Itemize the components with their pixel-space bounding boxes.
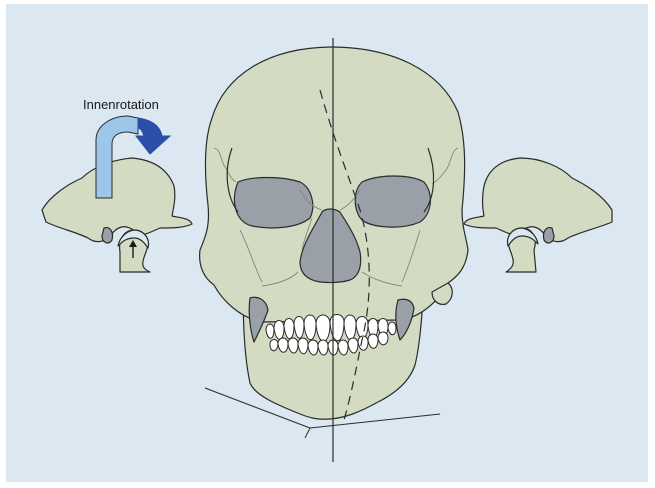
ear-canal-right <box>543 228 554 243</box>
orbit-right <box>355 176 430 227</box>
temporal-bone-right <box>464 158 612 242</box>
tmj-left <box>42 158 192 272</box>
innenrotation-label: Innenrotation <box>83 97 159 112</box>
orbit-left <box>234 178 312 228</box>
tmj-right <box>464 158 612 272</box>
temporal-bone-left <box>42 158 192 242</box>
ear-canal-left <box>102 228 113 243</box>
skull-front-view <box>200 47 468 419</box>
